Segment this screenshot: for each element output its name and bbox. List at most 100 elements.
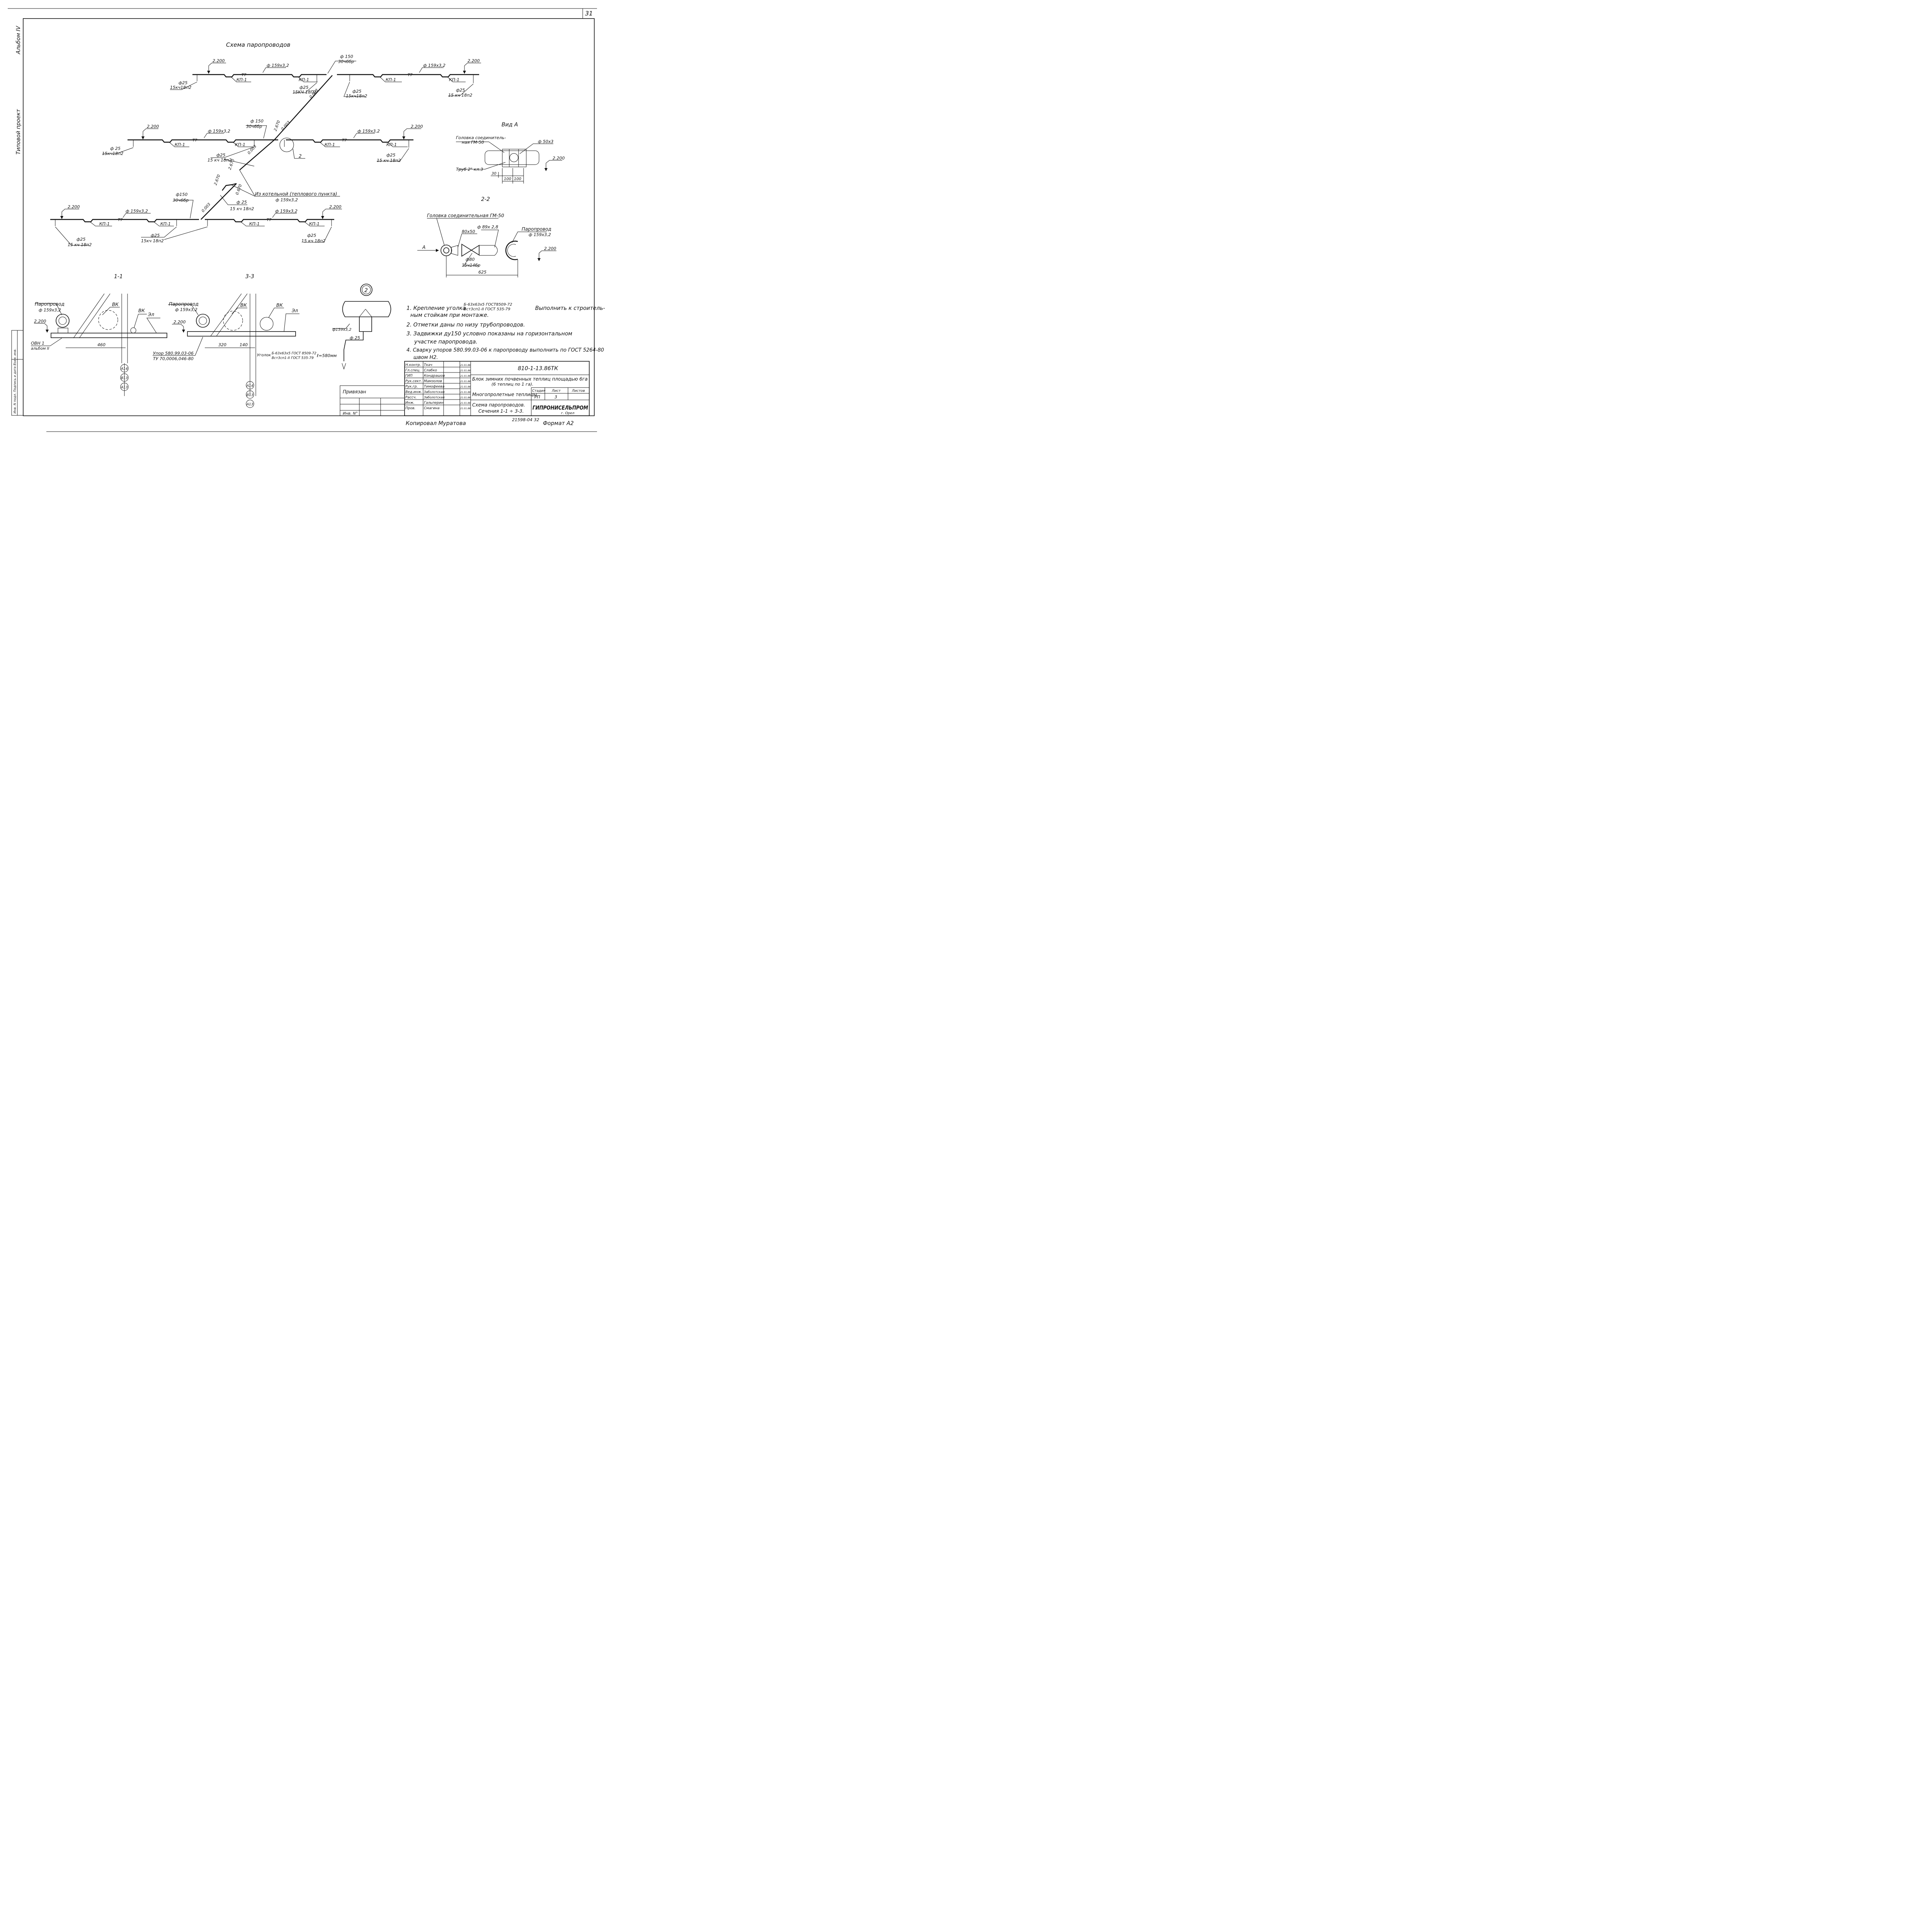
elev-top-right: 2.200 <box>468 58 480 63</box>
tb-subject: Многопролетные теплицы. <box>472 392 539 397</box>
tb-drawing2: Сечения 1-1 ÷ 3-3. <box>478 408 524 414</box>
note3a: 3. Задвижки ду150 условно показаны на го… <box>406 331 572 337</box>
valve-d-3: ф150 <box>176 192 187 197</box>
view-a-pipe: ф 50х3 <box>538 139 553 144</box>
drain-t-10: 15 кч 18п2 <box>301 238 325 243</box>
kp-1k: КП-1 <box>249 221 260 226</box>
sec11-steam-d: ф 159х3,2 <box>39 308 61 313</box>
elev-bot-left: 2.200 <box>68 204 80 209</box>
tb-date-2: 21.01.86 <box>460 375 471 378</box>
sec22-valve: ф80 <box>466 257 474 262</box>
sec22-arrow: А <box>422 245 425 250</box>
tb-name-7: Гальперин <box>424 401 444 405</box>
order-number: 21598-04 32 <box>512 417 539 422</box>
tb-name-2: Кондрашов <box>424 374 445 378</box>
drain-d-6: ф25 <box>216 153 225 158</box>
sec33-angle-spec2: Вст3сп1-II ГОСТ 535-79 <box>272 356 314 360</box>
valve-d-2: ф 150 <box>250 119 264 124</box>
note1b: Выполнить к строитель- <box>535 305 605 311</box>
drain-d-11: ф 25 <box>236 200 247 205</box>
tb-date-3: 21.01.86 <box>460 380 471 383</box>
t7-1: Т7 <box>242 73 247 77</box>
kp-1c: КП-1 <box>386 77 396 82</box>
tb-sheets-h: Листов <box>571 389 585 393</box>
sec33-angle-spec: Б-63х63х5 ГОСТ 8509-72 <box>272 352 316 355</box>
sec33-dim1: 320 <box>218 342 226 347</box>
note3b: участке паропровода. <box>414 339 478 345</box>
sec33-angle: Уголок <box>257 353 271 357</box>
note1spec2: Вст3сп1-II ГОСТ 535-79 <box>464 307 510 311</box>
sec11-album: альбом II <box>31 346 49 351</box>
drain-d-8: ф25 <box>77 237 85 242</box>
sec22-steam: Паропровод <box>522 226 551 232</box>
pipe-label-6: ф 159х3,2 <box>275 209 298 214</box>
elev-mid-right: 2.200 <box>411 124 423 129</box>
tb-drawing1: Схема паропроводов. <box>472 402 525 408</box>
drain-t-6: 15 кч 18п2 <box>207 158 231 163</box>
sec11-dim: 460 <box>97 342 105 347</box>
from-boiler-pipe: ф 159х3,2 <box>276 197 298 202</box>
sec11-steam: Паропровод <box>35 301 65 307</box>
sec33-axis2: В13 <box>247 393 253 397</box>
sec33-axis1: А14 <box>246 384 253 388</box>
elev-mid-left: 2.200 <box>147 124 159 129</box>
copied-by: Копировал Муратова <box>406 420 466 427</box>
drain-d-3: ф25 <box>352 89 361 94</box>
tb-stage-h: Стадия <box>532 389 546 393</box>
section-3-3: 3-3 Паропровод ф 159х3,2 2.200 ВК ВК Эл … <box>153 274 337 408</box>
sec22-pipe: ф 89х 2,8 <box>477 224 498 230</box>
project-type-label: Типовой проект <box>15 109 22 155</box>
sec33-title: 3-3 <box>245 274 254 280</box>
kp-1f: КП-1 <box>235 142 245 147</box>
sec33-stop: Упор 580.99.03-06 <box>153 351 194 356</box>
tb-role-3: Рук.сект. <box>405 379 422 383</box>
steam-scheme: Схема паропроводов 2.200 2.200 2.200 2.2… <box>50 41 481 247</box>
sec33-steam-d: ф 159х3,2 <box>175 307 197 312</box>
sec11-bk2: ВК <box>138 308 145 313</box>
drain-t-8: 15 кч 18п2 <box>68 242 92 247</box>
tb-code: 810-1-13.86ТК <box>518 366 558 372</box>
sec11-bk: ВК <box>112 302 119 307</box>
drain-d-2: ф25 <box>299 85 308 90</box>
node2-num: 2 <box>364 287 368 294</box>
tb-date-8: 21.01.86 <box>460 407 471 410</box>
tb-sheet-h: Лист <box>551 389 561 393</box>
tb-bound: Привязан <box>343 389 366 395</box>
kp-1e: КП-1 <box>175 142 185 147</box>
tb-date-0: 21.01.86 <box>460 364 471 367</box>
view-a-pipe2: Труб 2" кл.3 <box>456 167 483 172</box>
kp-1a: КП-1 <box>236 77 247 82</box>
tb-role-6: Рассч. <box>405 396 417 400</box>
drawing-sheet: 31 Альбом IV Типовой проект Инв. N подл.… <box>8 8 605 432</box>
elev-slope-3: 2.670 <box>213 174 221 186</box>
sec22-elev: 2.200 <box>544 246 556 251</box>
drain-t-9: 15кч 18п2 <box>141 238 164 243</box>
notes: 1. Крепление уголка Б-63х63х5 ГОСТ8509-7… <box>406 303 605 361</box>
t7-3: Т7 <box>192 138 197 143</box>
tb-title2: (6 теплиц по 1 га). <box>492 382 534 387</box>
view-a-head2: ная ГМ-50 <box>462 140 484 145</box>
sec11-axis3: А13 <box>121 386 128 389</box>
tb-role-8: Пров. <box>405 406 415 410</box>
note1a: 1. Крепление уголка <box>406 305 466 311</box>
t7-4: Т7 <box>342 138 347 143</box>
pipe-label-2: ф 159х3,2 <box>423 63 446 68</box>
sec33-steam: Паропровод <box>169 301 199 307</box>
tb-inv: Инв. N° <box>343 412 358 416</box>
sec33-stop2: ТУ 70,0006,046-80 <box>153 356 194 361</box>
view-a-elev: 2.200 <box>553 156 565 161</box>
tb-role-4: Рук.гр. <box>405 385 418 389</box>
tb-name-5: Заболотская <box>424 390 445 394</box>
tb-date-7: 21.01.86 <box>460 402 471 405</box>
section-2-2: 2-2 Головка соединительная ГМ-50 А 80х50… <box>417 196 556 277</box>
node2-drain: ф 25 <box>350 335 360 340</box>
drain-d-4: ф25 <box>456 88 465 93</box>
tb-stage: РП <box>534 395 540 400</box>
sec22-head: Головка соединительная ГМ-50 <box>427 213 504 218</box>
tb-name-4: Тимофеева <box>424 385 444 389</box>
view-a-title: Вид А <box>502 122 518 128</box>
valve-t-3: 30ч6бр <box>173 198 189 203</box>
sec11-el: Эл <box>148 312 154 317</box>
note4a: 4. Сварку упоров 580.99.03-06 к паропров… <box>406 347 604 353</box>
drain-d-5: ф 25 <box>110 146 121 151</box>
